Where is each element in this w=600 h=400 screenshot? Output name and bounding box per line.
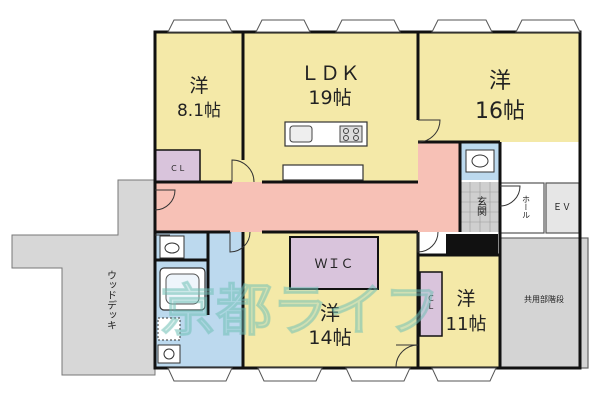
corridor-area: [155, 142, 460, 232]
east-bedroom-size: 16帖: [475, 99, 525, 124]
back-counter: [282, 164, 364, 181]
kitchen-sink-icon: [289, 125, 313, 143]
entrance-black-block: [446, 234, 498, 254]
ldk-label: ＬＤＫ: [300, 61, 360, 85]
bay-windows: [167, 19, 581, 382]
east-bedroom-area: [418, 32, 580, 142]
south-bedroom-size: 14帖: [308, 327, 351, 349]
doors: [154, 119, 521, 368]
wic-area: [289, 236, 379, 290]
watermark-text: 京都ライフ: [160, 279, 440, 344]
elevator-label: ＥＶ: [553, 203, 571, 213]
closet-west-label: ＣＬ: [170, 164, 186, 173]
common-stairs-area: [499, 237, 589, 369]
small-bedroom-size: 11帖: [446, 314, 487, 335]
hall-area: [499, 182, 545, 234]
burner-icon: [343, 135, 349, 141]
south-bedroom-kanji: 洋: [320, 301, 340, 325]
bathtub-icon: [159, 267, 206, 311]
wic-label: ＷＩＣ: [314, 257, 353, 272]
burner-icon: [353, 135, 359, 141]
ldk-size: 19帖: [308, 87, 351, 109]
wood-deck-area: [11, 179, 156, 376]
entrance-tiles: [460, 182, 500, 232]
closet-east-label: ＣＬ: [427, 294, 436, 310]
burner-icon: [343, 128, 349, 134]
small-bedroom-kanji: 洋: [456, 288, 475, 310]
washing-machine-icon: [157, 317, 181, 341]
hall-label: ホール: [522, 195, 531, 219]
entrance-label: 玄関: [475, 195, 487, 217]
toilet-east-icon: [465, 149, 495, 173]
burner-icon: [353, 128, 359, 134]
wood-deck-label: ウッドデッキ: [105, 270, 117, 330]
west-bedroom-size: 8.1帖: [177, 101, 221, 121]
east-bedroom-kanji: 洋: [489, 69, 511, 94]
stove-icon: [339, 125, 363, 143]
common-stairs-label: 共用部階段: [524, 294, 564, 304]
ldk-area: [243, 32, 418, 182]
west-bedroom-kanji: 洋: [189, 75, 208, 97]
washbasin-icon: [157, 344, 181, 364]
closet-east-area: [419, 271, 443, 337]
toilet-west-icon: [159, 235, 185, 259]
elevator-area: [545, 182, 580, 234]
